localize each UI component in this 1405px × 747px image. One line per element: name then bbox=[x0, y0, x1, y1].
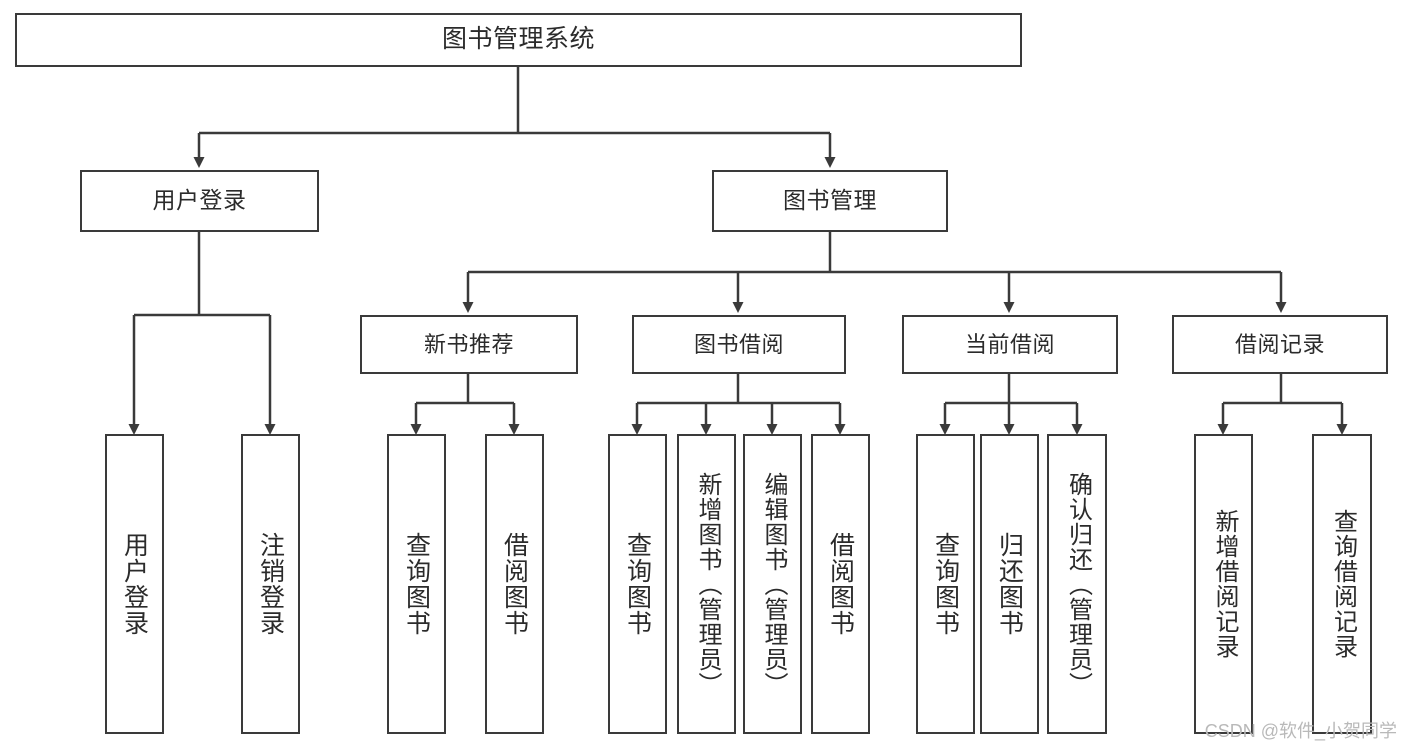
node-label: 当前借阅 bbox=[964, 331, 1055, 357]
node-label: 新增图书（管理员） bbox=[693, 471, 721, 697]
node-label: 归还图书 bbox=[995, 532, 1024, 636]
node-book-borrow[interactable]: 图书借阅 bbox=[632, 315, 846, 374]
leaf-confirm-return-admin[interactable]: 确认归还（管理员） bbox=[1047, 434, 1107, 734]
node-label: 图书借阅 bbox=[693, 331, 784, 357]
node-label: 图书管理 bbox=[783, 187, 877, 214]
leaf-logout[interactable]: 注销登录 bbox=[241, 434, 300, 734]
node-label: 新书推荐 bbox=[423, 331, 514, 357]
leaf-query-borrow-record[interactable]: 查询借阅记录 bbox=[1312, 434, 1372, 734]
node-user-login[interactable]: 用户登录 bbox=[80, 170, 319, 232]
node-label: 借阅记录 bbox=[1234, 331, 1325, 357]
leaf-edit-book-admin[interactable]: 编辑图书（管理员） bbox=[743, 434, 802, 734]
leaf-borrow-book-recommend[interactable]: 借阅图书 bbox=[485, 434, 544, 734]
node-label: 查询图书 bbox=[402, 532, 431, 636]
node-label: 用户登录 bbox=[152, 187, 247, 214]
node-label: 注销登录 bbox=[256, 532, 285, 636]
leaf-add-book-admin[interactable]: 新增图书（管理员） bbox=[677, 434, 736, 734]
leaf-query-book-borrow[interactable]: 查询图书 bbox=[608, 434, 667, 734]
node-root-system[interactable]: 图书管理系统 bbox=[15, 13, 1022, 67]
node-label: 查询图书 bbox=[931, 532, 960, 636]
node-label: 借阅图书 bbox=[826, 532, 855, 636]
node-label: 编辑图书（管理员） bbox=[759, 471, 787, 697]
watermark: CSDN @软件_小贺同学 bbox=[1204, 721, 1397, 741]
node-current-borrow[interactable]: 当前借阅 bbox=[902, 315, 1118, 374]
leaf-borrow-book[interactable]: 借阅图书 bbox=[811, 434, 870, 734]
leaf-query-book-current[interactable]: 查询图书 bbox=[916, 434, 975, 734]
node-label: 图书管理系统 bbox=[441, 25, 595, 54]
node-new-book-recommend[interactable]: 新书推荐 bbox=[360, 315, 578, 374]
node-label: 查询图书 bbox=[623, 532, 652, 636]
node-label: 查询借阅记录 bbox=[1329, 509, 1357, 659]
node-label: 借阅图书 bbox=[500, 532, 529, 636]
node-label: 新增借阅记录 bbox=[1210, 509, 1238, 659]
leaf-query-book-recommend[interactable]: 查询图书 bbox=[387, 434, 446, 734]
leaf-return-book[interactable]: 归还图书 bbox=[980, 434, 1039, 734]
leaf-add-borrow-record[interactable]: 新增借阅记录 bbox=[1194, 434, 1253, 734]
node-label: 确认归还（管理员） bbox=[1064, 471, 1092, 697]
leaf-user-login[interactable]: 用户登录 bbox=[105, 434, 164, 734]
node-borrow-record[interactable]: 借阅记录 bbox=[1172, 315, 1388, 374]
node-book-management[interactable]: 图书管理 bbox=[712, 170, 948, 232]
node-label: 用户登录 bbox=[120, 532, 149, 636]
